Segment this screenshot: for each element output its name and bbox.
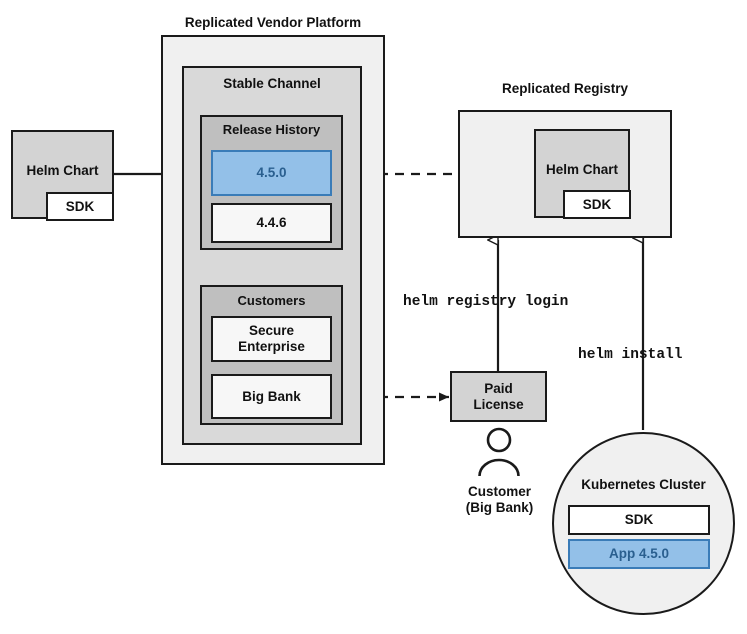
person-icon <box>478 427 520 477</box>
customer-name-line1: Big Bank <box>242 388 301 404</box>
paid-license-line1: Paid <box>484 380 513 396</box>
helm-chart-source-sdk-box: SDK <box>46 192 114 221</box>
kubernetes-cluster-label: Kubernetes Cluster <box>581 477 706 492</box>
command-helm-install: helm install <box>578 347 683 363</box>
stable-channel-label: Stable Channel <box>223 76 321 91</box>
release-history-label: Release History <box>222 122 321 137</box>
registry-helm-chart-label: Helm Chart <box>545 162 618 177</box>
registry-helm-chart-box: Helm Chart <box>534 129 630 218</box>
cluster-item-label: SDK <box>624 512 654 528</box>
release-item-4-4-6[interactable]: 4.4.6 <box>211 203 332 243</box>
release-version-label: 4.4.6 <box>256 215 287 231</box>
command-helm-registry-login: helm registry login <box>403 294 569 310</box>
customer-item-big-bank[interactable]: Big Bank <box>211 374 332 419</box>
helm-chart-source-sdk-label: SDK <box>65 198 95 214</box>
customer-item-secure-enterprise[interactable]: Secure Enterprise <box>211 316 332 362</box>
helm-chart-source-label: Helm Chart <box>26 163 99 178</box>
paid-license-box: Paid License <box>450 371 547 422</box>
replicated-registry-title: Replicated Registry <box>501 81 629 96</box>
cluster-item-sdk: SDK <box>568 505 710 535</box>
release-item-4-5-0[interactable]: 4.5.0 <box>211 150 332 196</box>
registry-helm-chart-sdk-label: SDK <box>582 196 612 212</box>
registry-helm-chart-sdk-box: SDK <box>563 190 631 219</box>
customer-actor-label-line1: Customer <box>467 484 531 499</box>
cluster-item-app: App 4.5.0 <box>568 539 710 569</box>
paid-license-line2: License <box>473 396 524 412</box>
customers-label: Customers <box>237 293 306 308</box>
customer-name-line1: Secure <box>248 323 295 339</box>
vendor-platform-title: Replicated Vendor Platform <box>184 15 362 30</box>
customer-name-line2: Enterprise <box>238 339 305 354</box>
cluster-item-label: App 4.5.0 <box>608 546 670 562</box>
customer-actor-label-line2: (Big Bank) <box>465 500 534 515</box>
release-version-label: 4.5.0 <box>256 165 287 181</box>
